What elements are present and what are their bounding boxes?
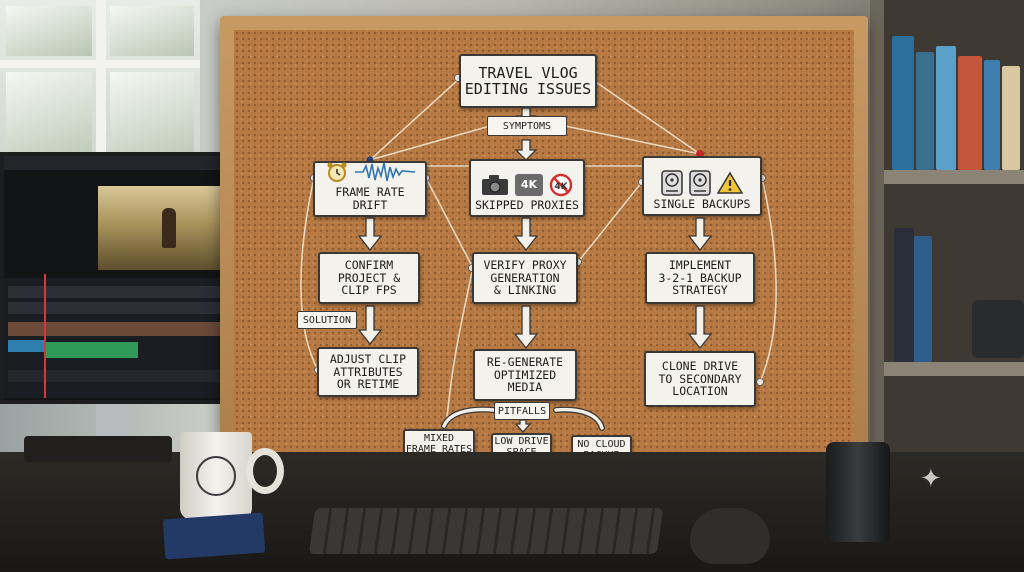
passport — [163, 513, 266, 560]
symptom-card-proxies: 4K 4K SKIPPED PROXIES — [469, 159, 585, 217]
step-text: IMPLEMENT 3-2-1 BACKUP STRATEGY — [658, 259, 741, 296]
step-card-regenerate-media: RE-GENERATE OPTIMIZED MEDIA — [473, 349, 577, 401]
step-text: VERIFY PROXY GENERATION & LINKING — [483, 259, 566, 296]
media-device — [24, 436, 172, 462]
string — [578, 182, 642, 262]
symptom-icons — [325, 160, 415, 184]
arrow-down — [359, 218, 381, 250]
symptom-icons — [661, 170, 743, 196]
step-card-verify-proxy: VERIFY PROXY GENERATION & LINKING — [472, 252, 578, 304]
symptom-label: SINGLE BACKUPS — [654, 198, 751, 210]
symptom-label: FRAME RATE DRIFT — [315, 186, 425, 211]
camera-icon — [481, 174, 509, 196]
4k-icon: 4K — [515, 174, 543, 196]
string — [426, 178, 472, 266]
step-card-adjust-clip: ADJUST CLIP ATTRIBUTES OR RETIME — [317, 347, 419, 397]
symptom-icons: 4K 4K — [481, 173, 573, 197]
symptoms-tag: SYMPTOMS — [487, 116, 567, 136]
pitfalls-label: PITFALLS — [498, 406, 546, 417]
step-text: ADJUST CLIP ATTRIBUTES OR RETIME — [330, 353, 406, 390]
hard-drive-icon — [689, 170, 711, 196]
step-card-backup-strategy: IMPLEMENT 3-2-1 BACKUP STRATEGY — [645, 252, 755, 304]
warning-icon — [717, 171, 743, 195]
4k-icon-label: 4K — [521, 178, 537, 191]
pitfalls-tag: PITFALLS — [494, 402, 550, 420]
title-card: TRAVEL VLOG EDITING ISSUES — [459, 54, 597, 108]
solution-tag: SOLUTION — [297, 311, 357, 329]
arrow-down — [515, 218, 537, 250]
waveform-icon — [355, 161, 415, 183]
no-4k-icon: 4K — [549, 173, 573, 197]
symptom-label: SKIPPED PROXIES — [475, 199, 579, 211]
mouse — [690, 508, 770, 564]
alarm-clock-icon — [325, 160, 349, 184]
arrow-down — [516, 140, 536, 160]
string — [446, 272, 472, 428]
no-4k-icon-label: 4K — [554, 182, 568, 192]
title-text: TRAVEL VLOG EDITING ISSUES — [465, 65, 591, 97]
keyboard — [309, 508, 663, 554]
arrow-down — [689, 306, 711, 348]
sparkle-icon: ✦ — [920, 466, 946, 492]
step-card-confirm-fps: CONFIRM PROJECT & CLIP FPS — [318, 252, 420, 304]
mug-handle — [246, 448, 284, 494]
symptoms-label: SYMPTOMS — [503, 121, 551, 132]
solution-label: SOLUTION — [303, 315, 351, 326]
symptom-card-frame-rate: FRAME RATE DRIFT — [313, 161, 427, 217]
hard-drive-icon — [661, 170, 683, 196]
string — [760, 178, 776, 382]
compass-icon — [196, 456, 236, 496]
step-card-clone-drive: CLONE DRIVE TO SECONDARY LOCATION — [644, 351, 756, 407]
arrow-down — [516, 420, 530, 432]
pin — [757, 379, 764, 386]
step-text: CONFIRM PROJECT & CLIP FPS — [338, 259, 400, 296]
step-text: RE-GENERATE OPTIMIZED MEDIA — [487, 356, 563, 393]
symptom-card-backups: SINGLE BACKUPS — [642, 156, 762, 216]
arrow-down — [359, 306, 381, 344]
camera-lens — [826, 442, 890, 542]
arrow-down — [689, 218, 711, 250]
step-text: CLONE DRIVE TO SECONDARY LOCATION — [658, 360, 741, 397]
arrow-down — [515, 306, 537, 348]
